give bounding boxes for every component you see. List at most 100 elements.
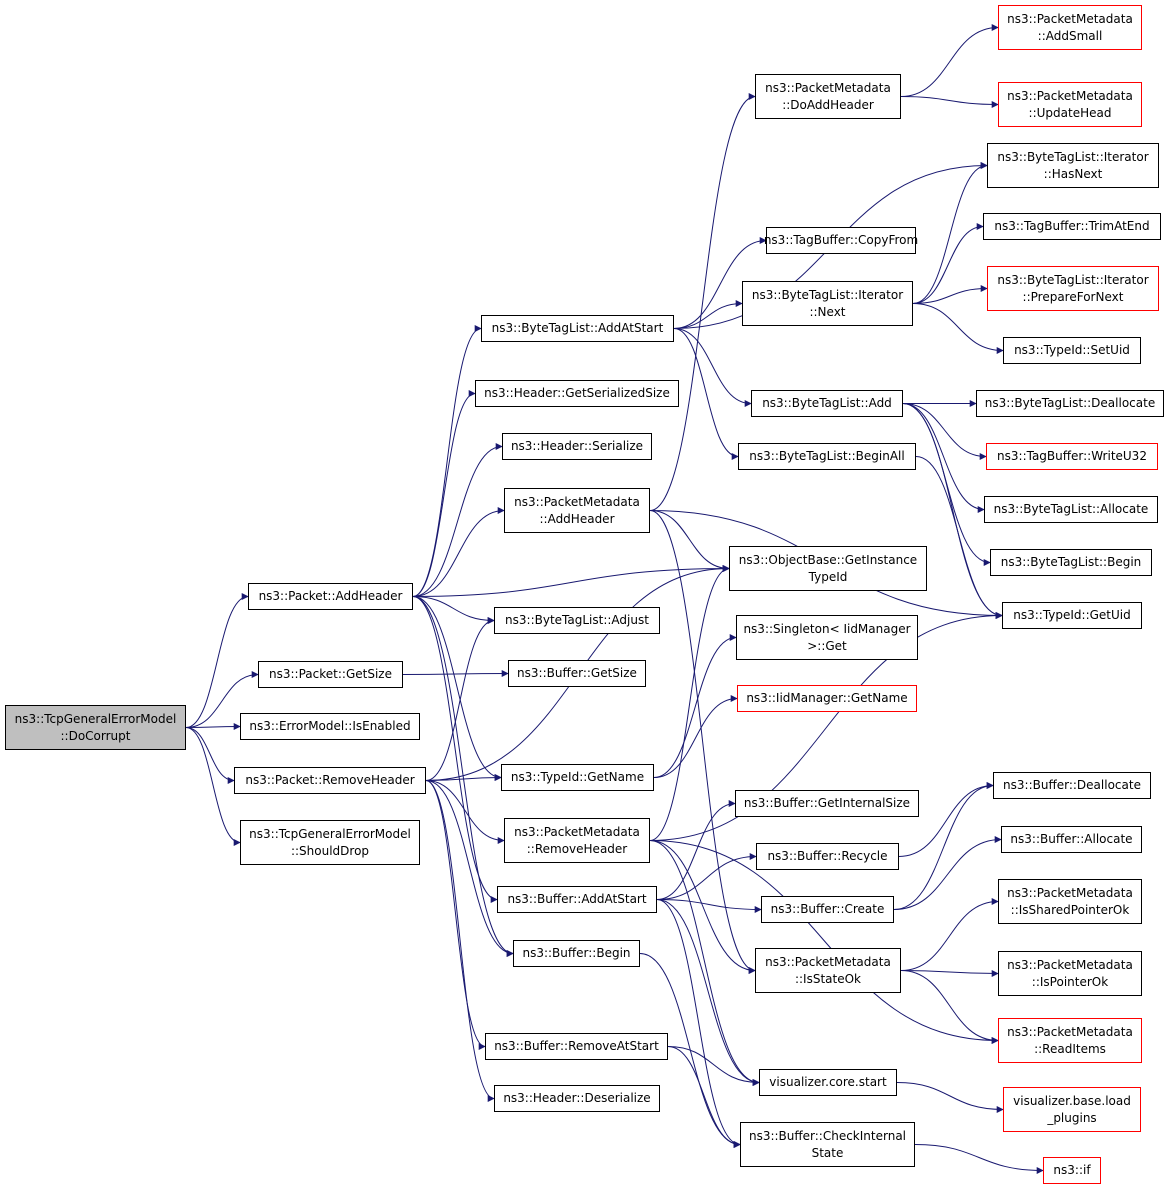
edge-btl_beginall-to-tid_getuid [915,456,1003,619]
node-btl-add[interactable]: ns3::ByteTagList::Add [751,390,903,417]
node-btli-prepare[interactable]: ns3::ByteTagList::Iterator::PrepareForNe… [987,266,1159,311]
node-btli-hasnext[interactable]: ns3::ByteTagList::Iterator::HasNext [987,143,1159,188]
node-pm-addsmall[interactable]: ns3::PacketMetadata::AddSmall [998,5,1142,50]
node-label-line: ::IsStateOk [794,971,862,986]
edge-b_removeatstart-to-b_checkinternal [667,1046,741,1148]
node-label-line: ns3::Header::Deserialize [503,1091,651,1105]
edge-removeheader-to-btl_adjust [425,617,495,781]
edge-root-to-isenabled [185,723,241,731]
node-b-recycle[interactable]: ns3::Buffer::Recycle [756,843,899,870]
node-isenabled[interactable]: ns3::ErrorModel::IsEnabled [240,713,420,740]
node-b-begin[interactable]: ns3::Buffer::Begin [513,940,640,967]
edge-pm_addheader-to-pm_isstateok [649,510,756,974]
node-removeheader[interactable]: ns3::Packet::RemoveHeader [234,767,426,794]
node-label-line: ::PrepareForNext [1022,289,1124,304]
edge-tid_getname-to-iid_getname [653,695,738,778]
node-label-line: ::UpdateHead [1028,105,1112,120]
node-label-line: ::AddHeader [539,511,615,526]
node-ns3-if[interactable]: ns3::if [1043,1157,1101,1184]
node-label-line: ns3::Singleton< IidManager [743,621,911,636]
node-tb-copyfrom[interactable]: ns3::TagBuffer::CopyFrom [763,227,919,254]
node-pm-isptrok[interactable]: ns3::PacketMetadata::IsPointerOk [998,951,1142,996]
edge-tid_getname-to-singleton [653,634,737,778]
edge-addheader-to-b_begin [412,596,514,957]
node-b-addatstart[interactable]: ns3::Buffer::AddAtStart [497,886,657,913]
edge-pm_isstateok-to-pm_issharedptrok [900,898,999,971]
node-pm-issharedptrok[interactable]: ns3::PacketMetadata::IsSharedPointerOk [998,879,1142,924]
node-label-line: ns3::Header::GetSerializedSize [484,386,670,400]
node-label-line: ::Next [809,304,846,319]
node-label-line: ns3::Packet::GetSize [269,667,392,681]
node-tid-setuid[interactable]: ns3::TypeId::SetUid [1003,337,1141,364]
node-b-getinternalsize[interactable]: ns3::Buffer::GetInternalSize [735,790,919,817]
node-b-removeatstart[interactable]: ns3::Buffer::RemoveAtStart [485,1033,668,1060]
node-pm-doaddheader[interactable]: ns3::PacketMetadata::DoAddHeader [755,74,901,119]
edge-addheader-to-btl_addatstart [412,325,482,597]
node-vis-start[interactable]: visualizer.core.start [759,1069,897,1096]
node-label-line: ns3::Buffer::Deallocate [1003,778,1141,792]
node-pm-addheader[interactable]: ns3::PacketMetadata::AddHeader [504,488,650,533]
edge-btl_addatstart-to-btl_beginall [673,328,739,460]
node-shoulddrop[interactable]: ns3::TcpGeneralErrorModel::ShouldDrop [240,820,420,865]
node-pm-isstateok[interactable]: ns3::PacketMetadata::IsStateOk [755,948,901,993]
node-pm-updatehead[interactable]: ns3::PacketMetadata::UpdateHead [998,82,1142,127]
node-label-line: ns3::Buffer::Create [770,902,885,916]
node-iid-getname[interactable]: ns3::IidManager::GetName [737,685,917,712]
node-b-create[interactable]: ns3::Buffer::Create [761,896,894,923]
node-addheader[interactable]: ns3::Packet::AddHeader [248,583,413,610]
node-label-line: ns3::PacketMetadata [1007,1024,1133,1039]
node-label-line: ns3::TagBuffer::TrimAtEnd [994,219,1150,233]
node-label-line: ns3::TagBuffer::CopyFrom [763,233,919,247]
node-label-line: ::DoCorrupt [60,728,131,743]
edge-removeheader-to-tid_getname [425,774,502,782]
node-label-line: ns3::ByteTagList::Add [762,396,892,410]
node-root[interactable]: ns3::TcpGeneralErrorModel::DoCorrupt [5,705,186,750]
node-label-line: ns3::if [1053,1163,1091,1177]
node-btl-dealloc[interactable]: ns3::ByteTagList::Deallocate [976,390,1164,417]
node-label-line: ns3::Header::Serialize [510,439,644,453]
edge-b_addatstart-to-b_create [656,899,762,913]
node-h-getser[interactable]: ns3::Header::GetSerializedSize [475,380,679,407]
node-label-line: ns3::Buffer::RemoveAtStart [494,1039,659,1053]
node-label-line: ::AddSmall [1037,28,1103,43]
edge-addheader-to-ob_getinst [412,565,730,597]
node-singleton[interactable]: ns3::Singleton< IidManager>::Get [736,615,918,660]
node-tb-writeu32[interactable]: ns3::TagBuffer::WriteU32 [986,443,1158,470]
node-label-line: ns3::PacketMetadata [514,824,640,839]
edge-root-to-removeheader [185,727,235,784]
node-pgetsize[interactable]: ns3::Packet::GetSize [258,661,403,688]
node-label-line: ns3::Buffer::CheckInternal [748,1128,907,1143]
node-label-line: ns3::TypeId::GetName [510,770,645,784]
node-label-line: ns3::PacketMetadata [1007,885,1133,900]
node-tid-getuid[interactable]: ns3::TypeId::GetUid [1002,602,1142,629]
edge-b_addatstart-to-b_recycle [656,853,757,900]
node-b-dealloc[interactable]: ns3::Buffer::Deallocate [993,772,1151,799]
edge-pm_removeheader-to-pm_readitems [649,840,999,1044]
node-label-line: ns3::Buffer::Begin [522,946,631,960]
edge-pm_removeheader-to-ob_getinst [649,565,730,841]
node-btl-addatstart[interactable]: ns3::ByteTagList::AddAtStart [481,315,674,342]
node-tid-getname[interactable]: ns3::TypeId::GetName [501,764,654,791]
node-btl-beginall[interactable]: ns3::ByteTagList::BeginAll [738,443,916,470]
edge-btli_next-to-btli_prepare [912,285,988,304]
node-tb-trimatend[interactable]: ns3::TagBuffer::TrimAtEnd [983,213,1161,240]
node-b-getsize[interactable]: ns3::Buffer::GetSize [508,660,646,687]
node-label-line: ns3::Buffer::Allocate [1010,832,1133,846]
edge-root-to-shoulddrop [185,727,241,846]
node-pm-readitems[interactable]: ns3::PacketMetadata::ReadItems [998,1018,1142,1063]
node-label-line: ns3::ByteTagList::AddAtStart [491,321,664,335]
node-btl-adjust[interactable]: ns3::ByteTagList::Adjust [494,607,660,634]
node-h-deser[interactable]: ns3::Header::Deserialize [494,1085,660,1112]
node-btl-begin[interactable]: ns3::ByteTagList::Begin [990,549,1152,576]
node-pm-removeheader[interactable]: ns3::PacketMetadata::RemoveHeader [504,818,650,863]
node-h-ser[interactable]: ns3::Header::Serialize [502,433,652,460]
node-btl-alloc[interactable]: ns3::ByteTagList::Allocate [984,496,1158,523]
node-b-alloc[interactable]: ns3::Buffer::Allocate [1001,826,1142,853]
node-btli-next[interactable]: ns3::ByteTagList::Iterator::Next [742,281,913,326]
edge-addheader-to-tid_getname [412,596,502,781]
node-vis-loadplugins[interactable]: visualizer.base.load_plugins [1003,1087,1141,1132]
